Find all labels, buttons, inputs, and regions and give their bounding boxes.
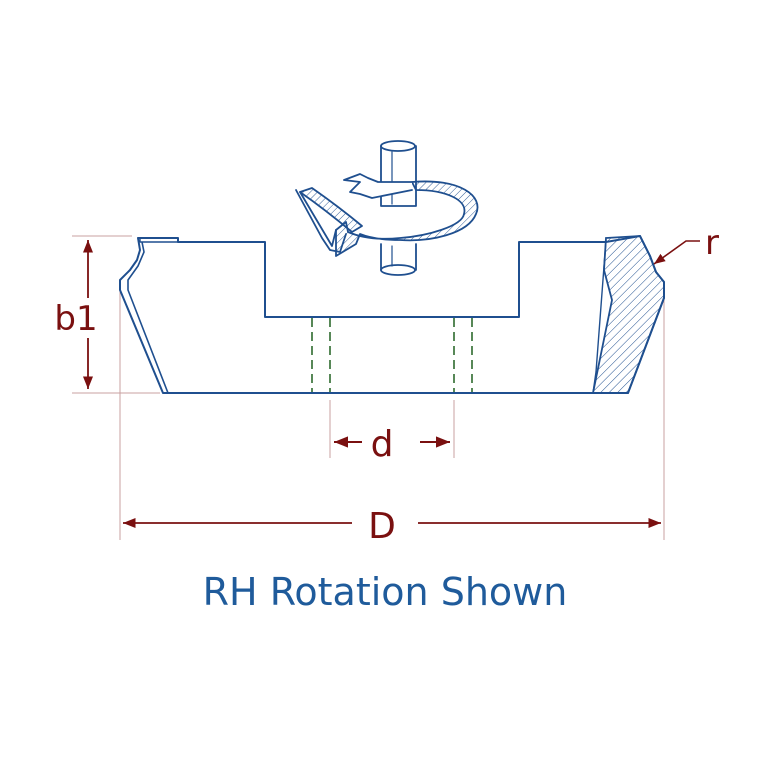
label-D: D [368, 506, 396, 547]
bore-hidden-lines [311, 318, 473, 392]
label-d: d [371, 424, 394, 465]
cutter-section-hatch [591, 235, 665, 394]
dimension-D: D [123, 506, 661, 547]
dimension-b1: b1 [48, 240, 104, 389]
dimension-d: d [334, 424, 450, 465]
extension-lines [72, 235, 665, 540]
rotation-arbor-icon [295, 140, 479, 276]
label-b1: b1 [54, 299, 97, 339]
dimension-r: r [653, 223, 719, 265]
label-r: r [705, 223, 719, 263]
caption: RH Rotation Shown [203, 570, 568, 614]
